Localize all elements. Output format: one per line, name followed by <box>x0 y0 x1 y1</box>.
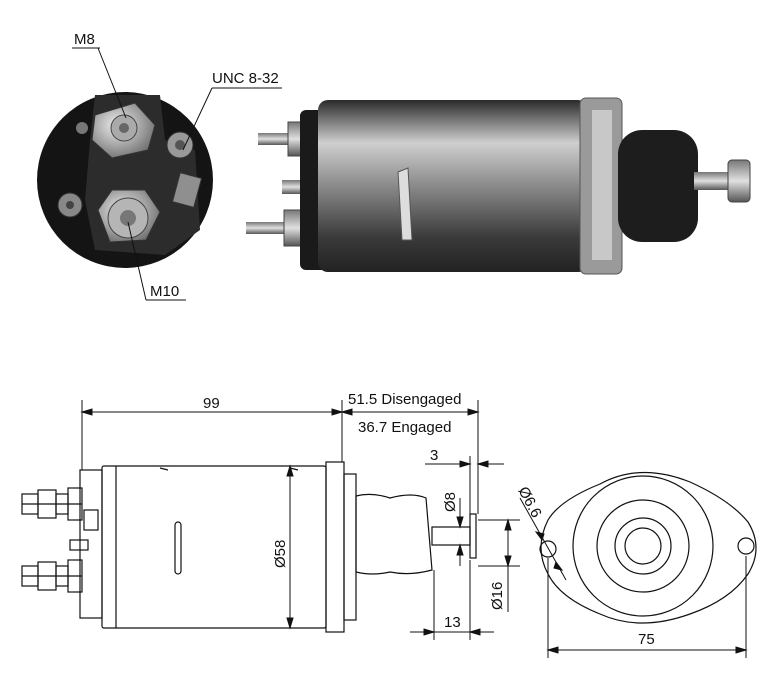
dim-body <box>286 464 294 630</box>
end-view-photo <box>37 92 213 268</box>
unc-leader <box>182 87 213 151</box>
dim-plunger <box>410 560 494 640</box>
dim-tip <box>425 456 504 514</box>
m10-leader <box>127 221 147 301</box>
dim-tipdia-label: Ø16 <box>489 582 506 610</box>
dim-hole <box>519 497 567 581</box>
dim-stroke <box>340 400 480 514</box>
dim-plunger-label: 13 <box>444 614 461 631</box>
m10-label: M10 <box>150 283 179 300</box>
m8-stud <box>91 102 156 159</box>
dim-shaft <box>456 498 464 566</box>
dim-length <box>80 400 344 470</box>
dim-body-label: Ø58 <box>272 540 289 568</box>
dim-flange-label: 75 <box>638 631 655 648</box>
dim-flange <box>546 556 748 658</box>
dim-shaft-label: Ø8 <box>442 492 459 512</box>
m10-stud <box>97 189 161 243</box>
flange-view-drawing <box>539 471 757 624</box>
side-view-photo <box>246 97 751 275</box>
dim-hole-label: Ø6.6 <box>514 484 544 521</box>
dim-engaged-label: 36.7 Engaged <box>358 419 451 436</box>
m8-leader <box>97 47 127 119</box>
dim-disengaged-label: 51.5 Disengaged <box>348 391 461 408</box>
m8-label: M8 <box>74 31 95 48</box>
unc-label: UNC 8-32 <box>212 70 279 87</box>
side-elevation-drawing <box>21 461 477 633</box>
dim-tip-label: 3 <box>430 447 438 464</box>
unc-terminal <box>166 131 203 208</box>
dim-tipdia <box>478 518 520 612</box>
dim-length-label: 99 <box>203 395 220 412</box>
